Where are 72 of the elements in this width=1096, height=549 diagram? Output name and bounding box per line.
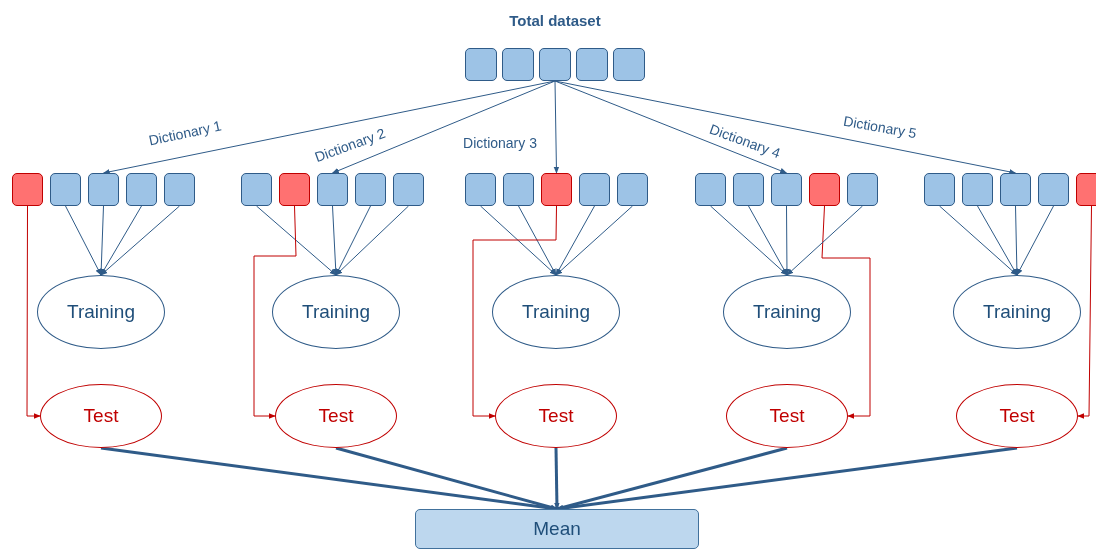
training-ellipse: Training	[37, 275, 165, 349]
arrow	[710, 205, 788, 276]
data-block	[50, 173, 81, 206]
arrow	[480, 205, 557, 276]
data-block	[1038, 173, 1069, 206]
data-block	[613, 48, 645, 81]
arrow	[554, 447, 560, 510]
data-block	[126, 173, 157, 206]
arrow	[332, 205, 339, 276]
test-ellipse: Test	[275, 384, 397, 448]
data-block	[847, 173, 878, 206]
arrow	[784, 205, 790, 276]
held-out-block	[541, 173, 572, 206]
test-ellipse: Test	[956, 384, 1078, 448]
arrow	[98, 205, 105, 276]
data-block	[164, 173, 195, 206]
data-block	[924, 173, 955, 206]
data-block	[502, 48, 534, 81]
data-block	[771, 173, 802, 206]
data-block	[465, 48, 497, 81]
heading: Total dataset	[508, 11, 602, 31]
arrow	[335, 446, 558, 511]
data-block	[317, 173, 348, 206]
data-block	[393, 173, 424, 206]
training-ellipse: Training	[723, 275, 851, 349]
test-ellipse: Test	[40, 384, 162, 448]
test-ellipse: Test	[726, 384, 848, 448]
data-block	[962, 173, 993, 206]
arrow	[100, 205, 142, 276]
arrow	[256, 205, 337, 276]
arrow	[1016, 205, 1054, 276]
edge-label: Dictionary 3	[462, 135, 538, 151]
elbow-arrow	[26, 205, 41, 419]
data-block	[539, 48, 571, 81]
elbow-arrow	[253, 205, 297, 419]
data-block	[503, 173, 534, 206]
arrow	[977, 205, 1018, 276]
held-out-block	[809, 173, 840, 206]
arrow	[554, 80, 788, 174]
elbow-arrow	[821, 205, 871, 419]
arrow	[553, 80, 560, 174]
data-block	[1000, 173, 1031, 206]
data-block	[355, 173, 386, 206]
result-box: Mean	[415, 509, 699, 549]
data-block	[733, 173, 764, 206]
data-block	[465, 173, 496, 206]
arrow	[100, 205, 180, 276]
arrow	[748, 205, 788, 276]
data-block	[617, 173, 648, 206]
arrow	[65, 205, 102, 276]
data-block	[579, 173, 610, 206]
arrow	[335, 205, 371, 276]
training-ellipse: Training	[492, 275, 620, 349]
held-out-block	[12, 173, 43, 206]
test-ellipse: Test	[495, 384, 617, 448]
arrow	[518, 205, 557, 276]
training-ellipse: Training	[953, 275, 1081, 349]
elbow-arrow	[1077, 205, 1092, 419]
arrow	[555, 205, 595, 276]
data-block	[88, 173, 119, 206]
arrow	[1014, 205, 1020, 276]
training-ellipse: Training	[272, 275, 400, 349]
arrow	[331, 80, 556, 174]
elbow-arrow	[472, 205, 557, 419]
data-block	[576, 48, 608, 81]
arrow	[335, 205, 409, 276]
arrow	[786, 205, 863, 276]
held-out-block	[279, 173, 310, 206]
arrow	[555, 205, 633, 276]
data-block	[241, 173, 272, 206]
data-block	[695, 173, 726, 206]
arrow	[939, 205, 1018, 276]
